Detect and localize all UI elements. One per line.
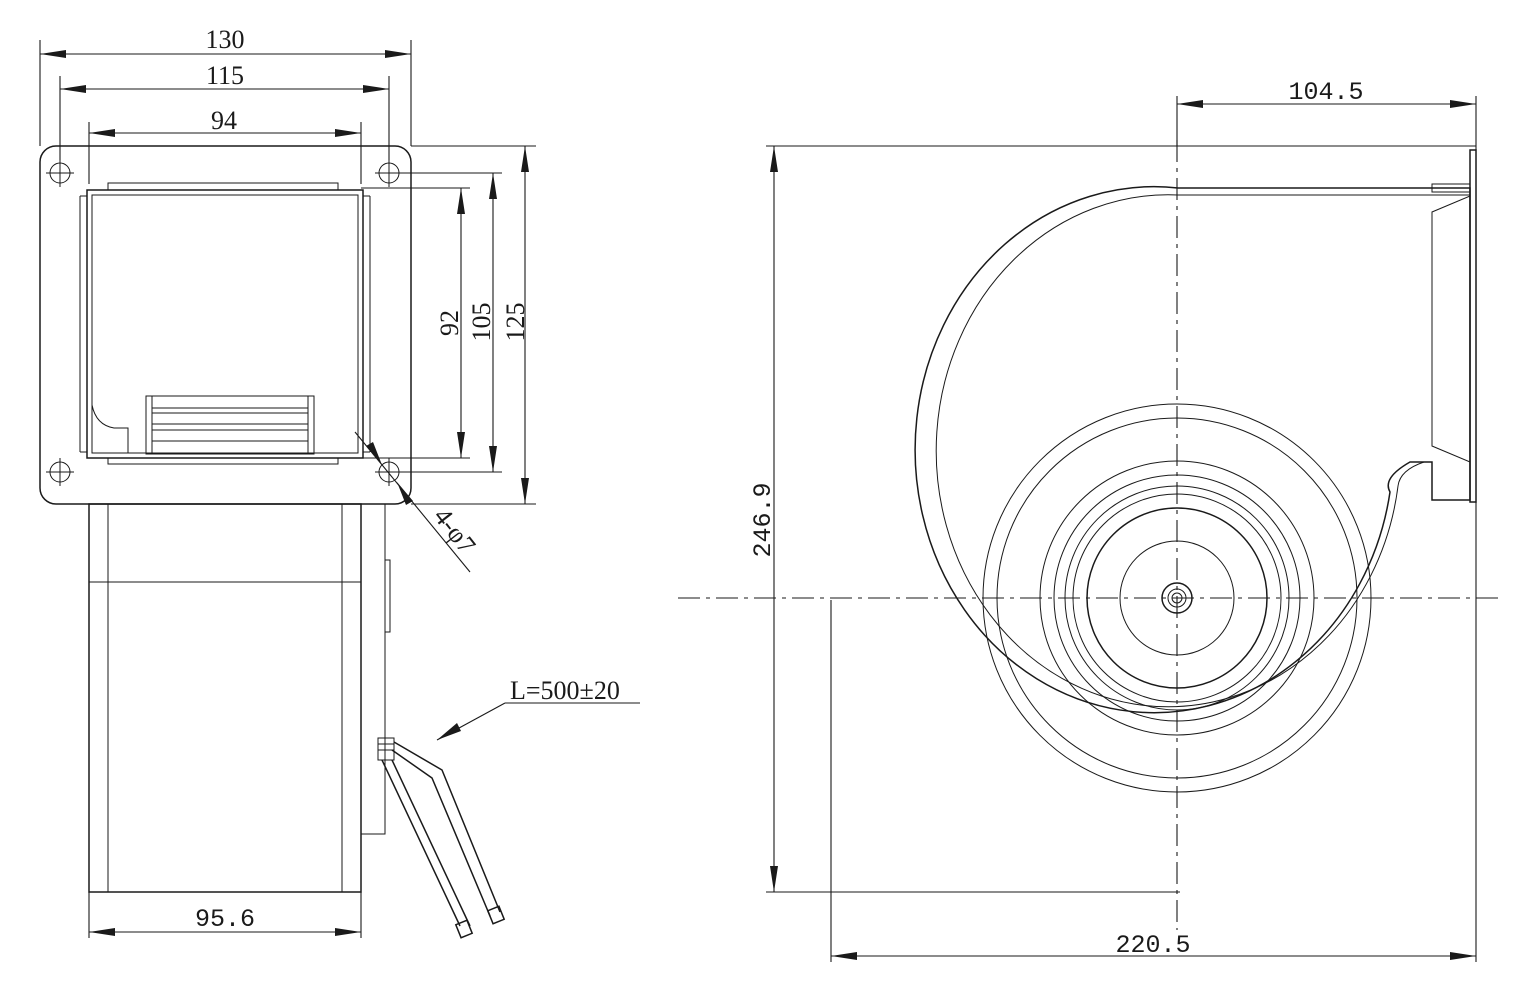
dimension-115 [59,76,390,160]
cable-label: L=500±20 [510,676,620,705]
dimension-92 [361,187,470,459]
dimension-125 [411,145,536,505]
side-view: 130 115 94 92 [39,25,640,939]
mounting-hole-bottom-right [375,458,403,486]
dimension-label-104-5: 104.5 [1288,78,1363,107]
front-view: 104.5 246.9 220.5 [678,78,1500,962]
housing-body [88,503,391,893]
scroll-housing [914,185,1471,714]
dimension-104-5 [1176,96,1477,150]
cable-leader [436,702,640,741]
dimension-label-125: 125 [501,303,530,342]
dimension-94 [88,122,362,184]
dimension-label-94: 94 [211,106,237,135]
mounting-hole-top-left [46,159,74,187]
dimension-130 [39,40,412,146]
dimension-label-220-5: 220.5 [1115,931,1190,960]
dimension-label-115: 115 [206,61,244,90]
scroll-housing-inner [935,194,1470,708]
dimension-95-6 [88,892,362,938]
mounting-hole-bottom-left [46,458,74,486]
impeller-blades [145,395,315,455]
mounting-flange [39,145,412,505]
dimension-label-95-6: 95.6 [195,905,255,934]
dimension-label-130: 130 [206,25,245,54]
cable [377,737,506,939]
dimension-246-9 [766,145,1476,893]
dimension-label-246-9: 246.9 [749,482,778,557]
outlet-opening [79,182,371,465]
mounting-hole-top-right [375,159,403,187]
dimension-220-5 [830,502,1477,962]
dimension-label-105: 105 [467,303,496,342]
hole-leader [354,431,471,573]
dimension-label-92: 92 [435,310,464,336]
dimension-105 [400,172,502,473]
outlet-flange [1431,149,1477,503]
